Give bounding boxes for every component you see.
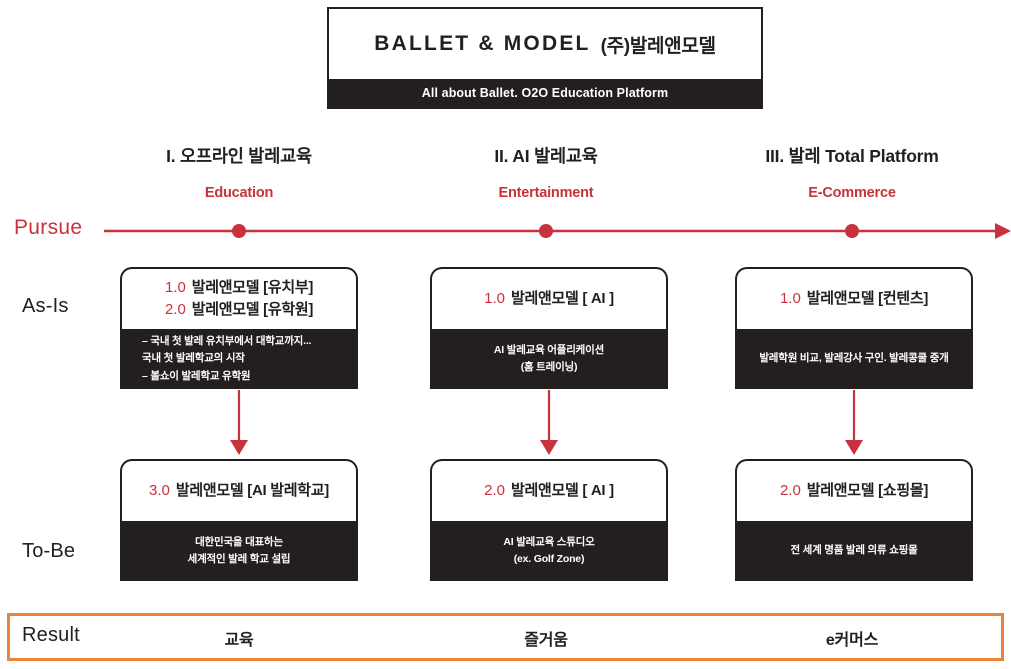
product-name: 발레앤모델 [ AI ] <box>510 482 614 500</box>
card-as-is-1-line-2: 2.0 발레앤모델 [유학원] <box>165 299 313 321</box>
card-to-be-2-body: AI 발레교육 스튜디오 (ex. Golf Zone) <box>430 521 668 581</box>
column-header-3: III. 발레 Total Platform E-Commerce <box>702 143 1002 201</box>
result-bar <box>7 613 1004 661</box>
card-body-line: 국내 첫 발레학교의 시작 <box>142 352 245 365</box>
version-badge: 3.0 <box>149 482 170 500</box>
brand-header-top: BALLET & MODEL (주)발레앤모델 <box>329 9 761 79</box>
brand-name-ko: (주)발레앤모델 <box>600 35 716 57</box>
product-name: 발레앤모델 [유학원] <box>191 301 314 318</box>
version-badge: 2.0 <box>779 482 801 500</box>
card-as-is-3-header: 1.0 발레앤모델 [컨텐츠] <box>735 267 973 329</box>
column-header-2: II. AI 발레교육 Entertainment <box>396 143 696 201</box>
brand-header-box: BALLET & MODEL (주)발레앤모델 All about Ballet… <box>327 7 763 109</box>
card-as-is-3[interactable]: 1.0 발레앤모델 [컨텐츠] 발레학원 비교, 발레강사 구인. 발레콩쿨 중개 <box>735 267 973 389</box>
card-body-line: 세계적인 발레 학교 설립 <box>187 553 291 565</box>
version-badge: 1.0 <box>164 279 186 297</box>
brand-name-en: BALLET & MODEL <box>374 32 591 55</box>
card-to-be-3-body: 전 세계 명품 발레 의류 쇼핑몰 <box>735 521 973 581</box>
card-body-line: – 국내 첫 발레 유치부에서 대학교까지... <box>142 335 312 348</box>
column-subtitle-3: E-Commerce <box>808 185 896 201</box>
column-title-1: I. 오프라인 발레교육 <box>166 146 312 166</box>
card-body-line: AI 발레교육 어플리케이션 <box>493 343 605 356</box>
card-as-is-2-line-1: 1.0 발레앤모델 [ AI ] <box>484 288 614 310</box>
product-name: 발레앤모델 [유치부] <box>191 279 314 297</box>
card-as-is-2-body: AI 발레교육 어플리케이션 (홈 트레이닝) <box>430 329 668 389</box>
card-body-line: 전 세계 명품 발레 의류 쇼핑몰 <box>790 544 918 557</box>
column-subtitle-1: Education <box>204 185 274 201</box>
card-as-is-1[interactable]: 1.0 발레앤모델 [유치부] 2.0 발레앤모델 [유학원] – 국내 첫 발레 … <box>120 267 358 389</box>
brand-header-bottom: All about Ballet. O2O Education Platform <box>329 79 761 107</box>
card-to-be-3-line-1: 2.0 발레앤모델 [쇼핑몰] <box>780 480 928 502</box>
card-body-line: (홈 트레이닝) <box>520 361 578 373</box>
card-to-be-3-header: 2.0 발레앤모델 [쇼핑몰] <box>735 459 973 521</box>
card-as-is-3-body: 발레학원 비교, 발레강사 구인. 발레콩쿨 중개 <box>735 329 973 389</box>
card-body-line: 발레학원 비교, 발레강사 구인. 발레콩쿨 중개 <box>759 352 949 365</box>
card-as-is-2[interactable]: 1.0 발레앤모델 [ AI ] AI 발레교육 어플리케이션 (홈 트레이닝) <box>430 267 668 389</box>
version-badge: 1.0 <box>779 290 801 308</box>
pursue-timeline-arrow <box>104 223 1011 239</box>
pursue-label: Pursue <box>14 216 83 239</box>
row-label-as-is: As-Is <box>22 295 69 317</box>
column-header-1: I. 오프라인 발레교육 Education <box>89 143 389 201</box>
column-subtitle-2: Entertainment <box>498 185 594 201</box>
product-name: 발레앤모델 [컨텐츠] <box>806 290 929 308</box>
card-body-line: (ex. Golf Zone) <box>513 553 585 565</box>
card-as-is-1-body: – 국내 첫 발레 유치부에서 대학교까지... 국내 첫 발레학교의 시작 –… <box>120 329 358 389</box>
result-value-3: e커머스 <box>825 632 879 649</box>
result-value-1: 교육 <box>224 632 254 649</box>
card-as-is-3-line-1: 1.0 발레앤모델 [컨텐츠] <box>780 288 928 310</box>
version-badge: 1.0 <box>484 290 505 308</box>
result-value-2: 즐거움 <box>524 632 568 649</box>
card-as-is-1-header: 1.0 발레앤모델 [유치부] 2.0 발레앤모델 [유학원] <box>120 267 358 329</box>
card-to-be-1-header: 3.0 발레앤모델 [AI 발레학교] <box>120 459 358 521</box>
column-title-2: II. AI 발레교육 <box>494 146 598 166</box>
card-body-line: – 볼쇼이 발레학교 유학원 <box>142 369 251 382</box>
connector-arrow-1 <box>230 390 248 455</box>
card-to-be-1-body: 대한민국을 대표하는 세계적인 발레 학교 설립 <box>120 521 358 581</box>
product-name: 발레앤모델 [ AI ] <box>510 290 614 308</box>
result-label: Result <box>22 624 80 646</box>
product-name: 발레앤모델 [쇼핑몰] <box>806 482 929 500</box>
card-to-be-2[interactable]: 2.0 발레앤모델 [ AI ] AI 발레교육 스튜디오 (ex. Golf Z… <box>430 459 668 581</box>
connector-arrow-3 <box>845 390 863 455</box>
card-body-line: AI 발레교육 스튜디오 <box>503 535 595 548</box>
card-to-be-3[interactable]: 2.0 발레앤모델 [쇼핑몰] 전 세계 명품 발레 의류 쇼핑몰 <box>735 459 973 581</box>
brand-tagline: All about Ballet. O2O Education Platform <box>421 86 669 100</box>
column-title-3: III. 발레 Total Platform <box>765 146 939 166</box>
card-to-be-1[interactable]: 3.0 발레앤모델 [AI 발레학교] 대한민국을 대표하는 세계적인 발레 학교… <box>120 459 358 581</box>
row-label-to-be: To-Be <box>22 540 76 562</box>
version-badge: 2.0 <box>164 301 186 318</box>
version-badge: 2.0 <box>484 482 505 500</box>
card-as-is-2-header: 1.0 발레앤모델 [ AI ] <box>430 267 668 329</box>
card-body-line: 대한민국을 대표하는 <box>195 535 283 548</box>
connector-arrow-2 <box>540 390 558 455</box>
product-name: 발레앤모델 [AI 발레학교] <box>175 482 329 500</box>
card-to-be-2-header: 2.0 발레앤모델 [ AI ] <box>430 459 668 521</box>
card-to-be-1-line-1: 3.0 발레앤모델 [AI 발레학교] <box>149 480 329 502</box>
card-as-is-1-line-1: 1.0 발레앤모델 [유치부] <box>165 277 313 299</box>
card-to-be-2-line-1: 2.0 발레앤모델 [ AI ] <box>484 480 614 502</box>
